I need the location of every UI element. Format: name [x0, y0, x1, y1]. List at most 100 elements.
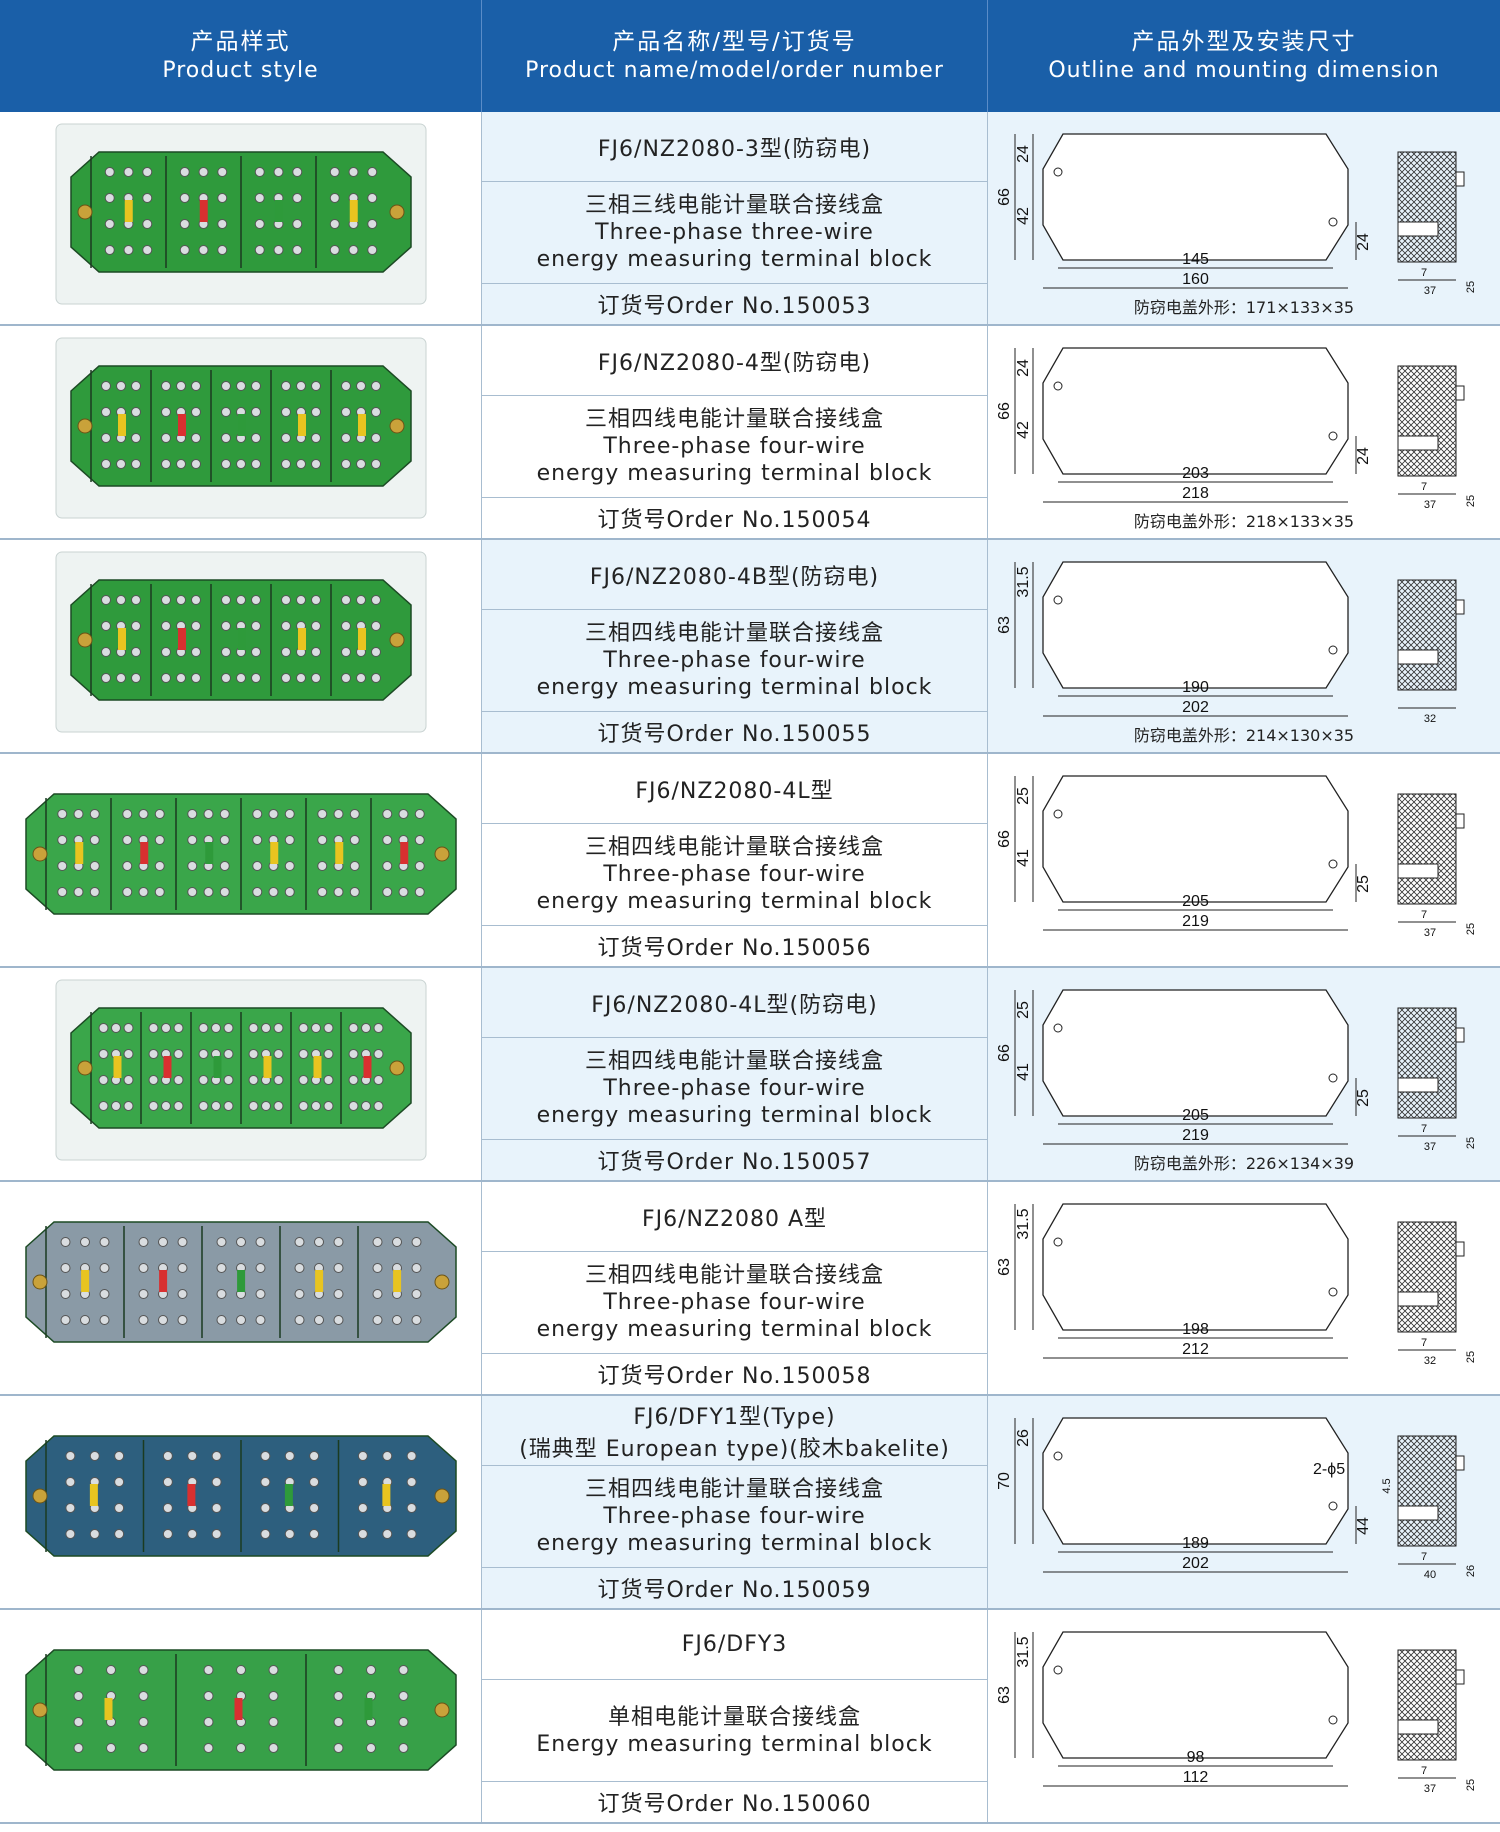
- screw-terminal: [203, 809, 214, 819]
- link-clip: [124, 200, 133, 222]
- screw-terminal: [367, 245, 378, 255]
- screw-terminal: [114, 1529, 125, 1539]
- screw-terminal: [236, 1237, 246, 1247]
- screw-terminal: [161, 381, 171, 391]
- screw-terminal: [382, 861, 393, 871]
- screw-terminal: [317, 887, 328, 897]
- dim-total-height: 70: [996, 1472, 1013, 1490]
- screw-terminal: [284, 835, 295, 845]
- link-clip: [104, 1698, 113, 1720]
- dim-side-offset: 4.5: [1381, 1478, 1393, 1493]
- screw-terminal: [104, 167, 115, 177]
- screw-terminal: [161, 1023, 171, 1033]
- screw-terminal: [251, 647, 261, 657]
- screw-terminal: [348, 1049, 359, 1059]
- mounting-hole: [1053, 595, 1063, 605]
- screw-terminal: [221, 595, 231, 605]
- screw-terminal: [398, 887, 409, 897]
- terminal-block-photo: [55, 337, 427, 519]
- screw-terminal: [221, 459, 231, 469]
- screw-terminal: [248, 1023, 259, 1033]
- screw-terminal: [268, 1743, 279, 1753]
- screw-terminal: [89, 1529, 100, 1539]
- product-model: FJ6/NZ2080-4L型: [482, 754, 987, 824]
- screw-terminal: [123, 1101, 134, 1111]
- screw-terminal: [323, 1049, 334, 1059]
- product-description-en: Three-phase four-wire: [603, 648, 866, 673]
- screw-terminal: [57, 861, 68, 871]
- outline-shape: [1042, 1417, 1349, 1545]
- screw-terminal: [371, 673, 381, 683]
- product-row: FJ6/DFY1型(Type)(瑞典型 European type)(胶木bak…: [0, 1396, 1500, 1610]
- screw-terminal: [349, 887, 360, 897]
- screw-terminal: [173, 1023, 184, 1033]
- screw-terminal: [268, 809, 279, 819]
- screw-terminal: [273, 1075, 284, 1085]
- screw-terminal: [357, 1477, 368, 1487]
- screw-terminal: [161, 1101, 171, 1111]
- screw-terminal: [273, 167, 284, 177]
- mounting-screw: [434, 846, 450, 862]
- outline-shape: [1042, 133, 1349, 261]
- screw-terminal: [138, 1289, 149, 1299]
- screw-terminal: [57, 887, 68, 897]
- product-model: FJ6/NZ2080-4型(防窃电): [482, 326, 987, 396]
- side-view-slot: [1397, 1719, 1439, 1735]
- screw-terminal: [252, 835, 263, 845]
- screw-terminal: [98, 1049, 109, 1059]
- screw-terminal: [187, 835, 198, 845]
- screw-terminal: [329, 245, 340, 255]
- side-view: [1397, 579, 1457, 691]
- dim-outer-width: 212: [1182, 1341, 1209, 1358]
- screw-terminal: [414, 887, 425, 897]
- screw-terminal: [173, 1049, 184, 1059]
- mounting-hole: [1053, 381, 1063, 391]
- screw-terminal: [89, 835, 100, 845]
- screw-terminal: [373, 1023, 384, 1033]
- screw-terminal: [179, 167, 190, 177]
- product-model: FJ6/NZ2080-4B型(防窃电): [482, 540, 987, 610]
- anti-theft-cover-size: 防窃电盖外形：214×130×35: [1133, 726, 1355, 745]
- screw-terminal: [138, 887, 149, 897]
- link-clip: [349, 200, 358, 222]
- dim-side-height: 25: [1465, 1779, 1477, 1791]
- screw-terminal: [173, 1075, 184, 1085]
- link-clip: [358, 414, 366, 436]
- screw-terminal: [366, 1665, 376, 1675]
- screw-terminal: [372, 1289, 383, 1299]
- mounting-screw: [389, 1060, 405, 1076]
- screw-terminal: [309, 1451, 320, 1461]
- screw-terminal: [298, 1049, 309, 1059]
- screw-terminal: [411, 1237, 422, 1247]
- dim-side-height: 25: [1465, 1137, 1477, 1149]
- dim-inner-width: 189: [1182, 1535, 1209, 1552]
- screw-terminal: [357, 1529, 368, 1539]
- dim-inner-width: 145: [1182, 251, 1209, 268]
- screw-terminal: [216, 1237, 227, 1247]
- screw-terminal: [138, 1717, 149, 1727]
- screw-terminal: [411, 1289, 422, 1299]
- side-view: [1397, 793, 1457, 905]
- screw-terminal: [131, 621, 141, 631]
- screw-terminal: [191, 647, 201, 657]
- side-view-slot: [1397, 221, 1439, 237]
- screw-terminal: [221, 621, 231, 631]
- screw-terminal: [341, 621, 351, 631]
- screw-terminal: [154, 861, 165, 871]
- mounting-screw: [32, 846, 48, 862]
- screw-terminal: [176, 381, 186, 391]
- dim-top-offset: 26: [1015, 1429, 1032, 1447]
- screw-terminal: [273, 1049, 284, 1059]
- product-model: FJ6/DFY1型(Type)(瑞典型 European type)(胶木bak…: [482, 1396, 987, 1466]
- screw-terminal: [268, 1691, 279, 1701]
- screw-terminal: [114, 1451, 125, 1461]
- dim-bottom-offset: 41: [1015, 849, 1032, 867]
- product-description-en: Energy measuring terminal block: [536, 1731, 933, 1757]
- dim-total-height: 63: [996, 1686, 1013, 1704]
